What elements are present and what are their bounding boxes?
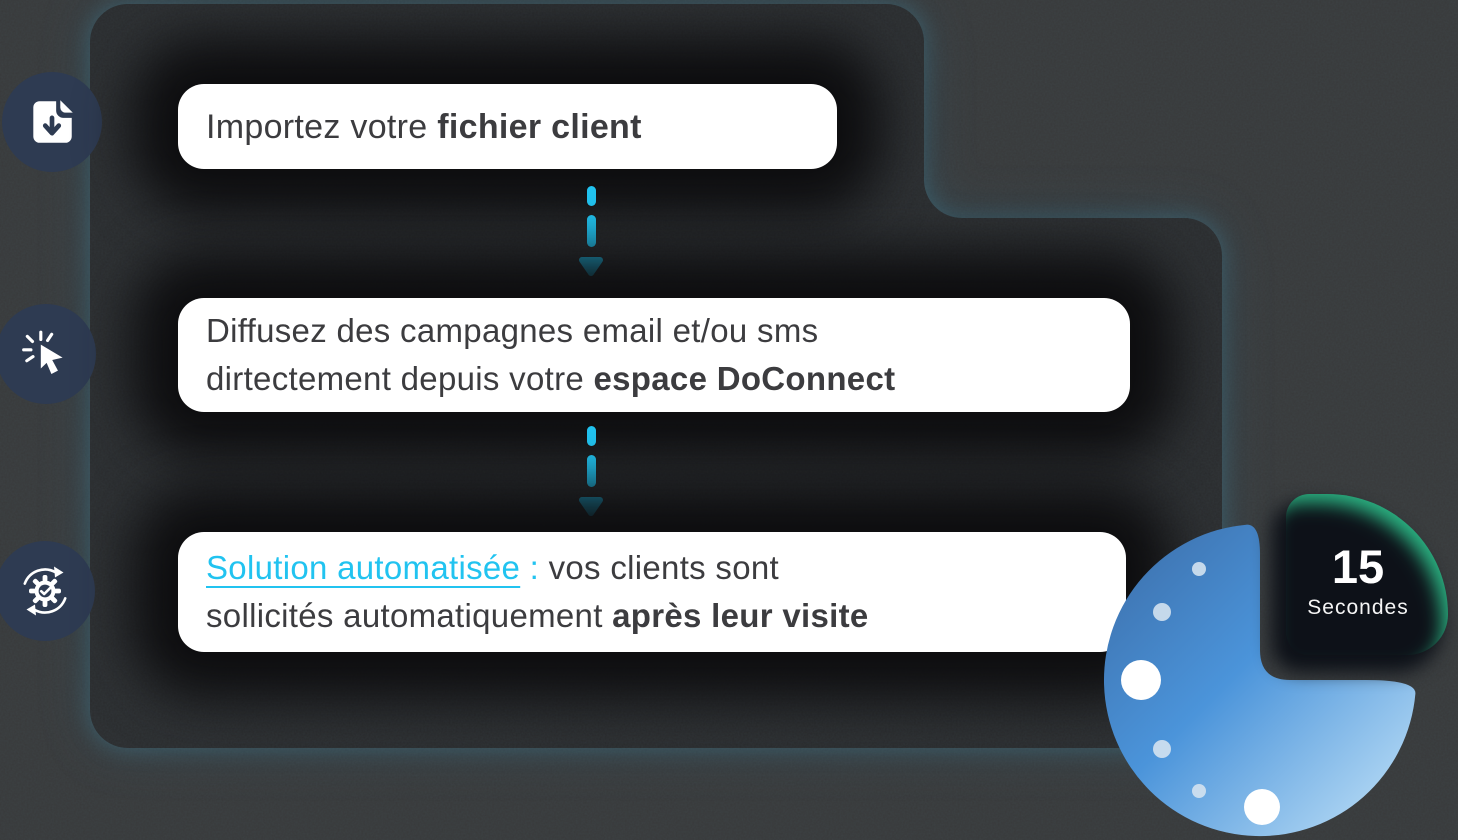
step2-text-line2: dirtectement depuis votre espace DoConne…: [206, 355, 1130, 403]
automation-gear-icon: [23, 566, 67, 616]
arrow-dash: [586, 215, 596, 247]
step1-card: Importez votre fichier client: [178, 84, 837, 169]
step3-colon: :: [520, 549, 549, 586]
step2-line2-bold: espace DoConnect: [593, 360, 896, 397]
step3-card: Solution automatisée : vos clients sont …: [178, 532, 1126, 652]
step2-line2-regular: dirtectement depuis votre: [206, 360, 594, 397]
step1-icon-circle: [2, 72, 102, 172]
step1-text-bold: fichier client: [437, 107, 642, 146]
solution-automatisee-link[interactable]: Solution automatisée: [206, 549, 521, 586]
step2-icon-circle: [0, 304, 96, 404]
step1-text: Importez votre fichier client: [206, 109, 837, 145]
timer-unit: Secondes: [1307, 596, 1409, 619]
step1-text-regular: Importez votre: [206, 107, 438, 146]
step3-line1-regular: vos clients sont: [548, 549, 780, 586]
step2-card: Diffusez des campagnes email et/ou sms d…: [178, 298, 1130, 412]
timer-value: 15: [1331, 540, 1385, 593]
cursor-click-icon: [22, 330, 63, 374]
step2-text-line1: Diffusez des campagnes email et/ou sms: [206, 307, 1130, 355]
step3-text-line1: Solution automatisée : vos clients sont: [206, 544, 1126, 592]
step3-line2-bold: après leur visite: [612, 597, 869, 634]
step2-line1-regular: Diffusez des campagnes email et/ou sms: [206, 312, 819, 349]
arrow-dash: [586, 186, 596, 206]
step3-text-line2: sollicités automatiquement après leur vi…: [206, 592, 1126, 640]
arrow-dash: [586, 455, 596, 487]
arrow-dash: [586, 426, 596, 446]
step3-line2-regular: sollicités automatiquement: [206, 597, 613, 634]
file-download-icon: [33, 100, 73, 143]
